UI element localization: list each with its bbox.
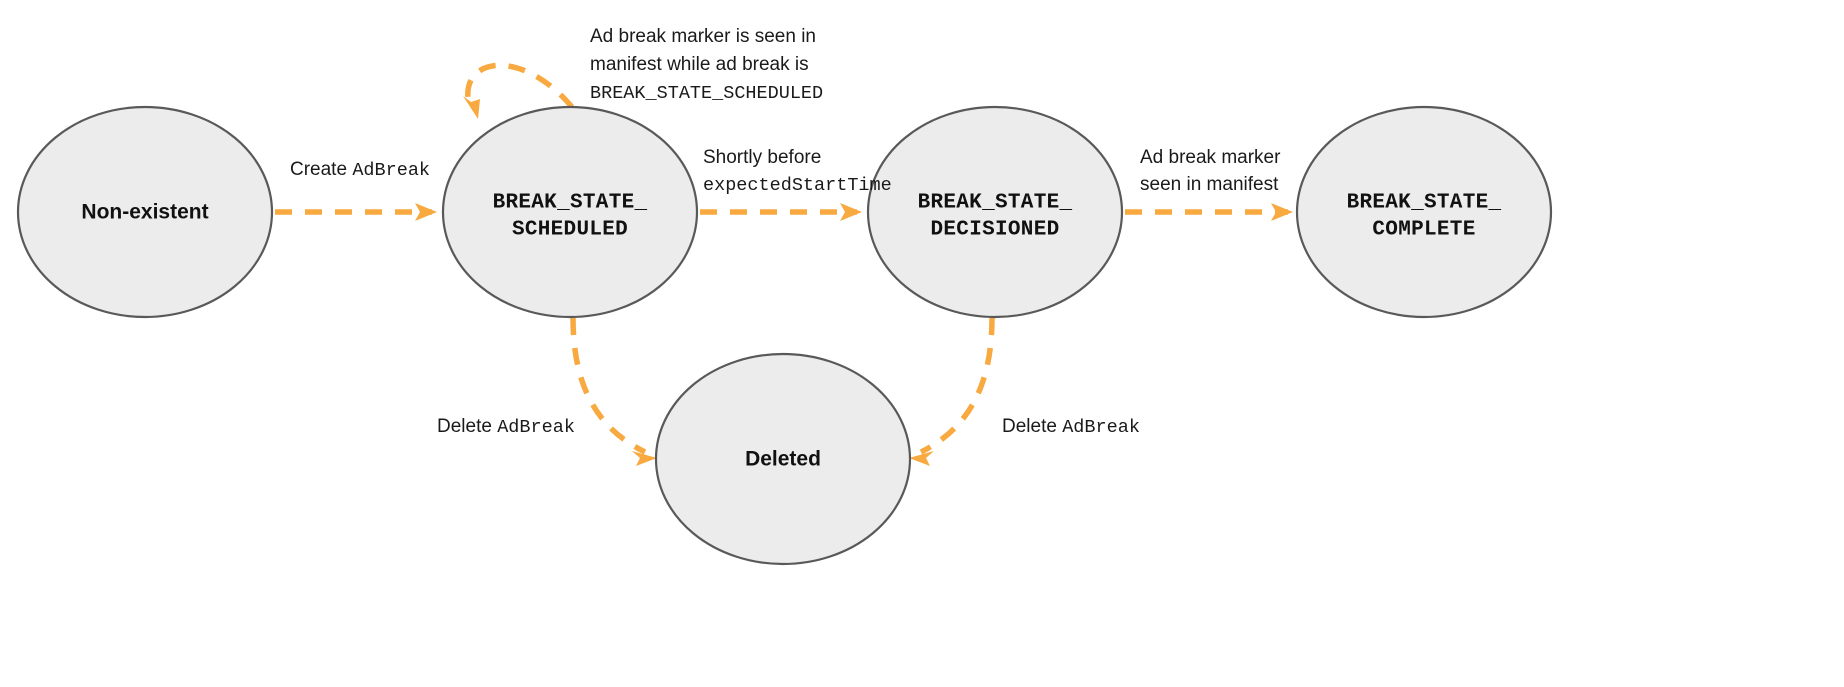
node-shape-break-state-complete[interactable] xyxy=(1295,105,1553,319)
edge-label-self-loop-scheduled: Ad break marker is seen in manifest whil… xyxy=(590,26,823,104)
edge-label-shortly-before-line2: expectedStartTime xyxy=(703,175,892,196)
edge-marker-seen xyxy=(1125,203,1293,221)
edge-label-marker-seen-line2: seen in manifest xyxy=(1140,174,1279,195)
edge-path-delete-from-decisioned xyxy=(919,317,995,455)
node-label-break-state-complete-line2: COMPLETE xyxy=(1372,219,1475,242)
node-label-break-state-complete-line1: BREAK_STATE_ xyxy=(1347,192,1502,215)
node-break-state-scheduled[interactable]: BREAK_STATE_ SCHEDULED xyxy=(441,105,699,319)
node-deleted[interactable]: Deleted xyxy=(654,352,912,566)
node-non-existent[interactable]: Non-existent xyxy=(16,105,274,319)
edge-label-shortly-before: Shortly before expectedStartTime xyxy=(703,147,892,196)
edge-shortly-before xyxy=(700,203,862,221)
node-shape-break-state-scheduled[interactable] xyxy=(441,105,699,319)
edge-label-self-loop-line3: BREAK_STATE_SCHEDULED xyxy=(590,83,823,104)
arrow-head-marker-seen xyxy=(1271,203,1293,221)
edge-path-self-loop-scheduled xyxy=(465,62,575,109)
arrow-head-create-adbreak xyxy=(415,203,437,221)
node-label-break-state-decisioned-line1: BREAK_STATE_ xyxy=(918,192,1073,215)
edge-label-marker-seen-line1: Ad break marker xyxy=(1140,147,1281,168)
edge-path-delete-from-scheduled xyxy=(570,317,647,455)
edge-label-delete-from-scheduled: Delete AdBreak xyxy=(437,416,575,438)
node-label-deleted: Deleted xyxy=(745,448,821,471)
node-break-state-complete[interactable]: BREAK_STATE_ COMPLETE xyxy=(1295,105,1553,319)
arrow-head-delete-from-decisioned xyxy=(909,451,934,466)
node-label-non-existent: Non-existent xyxy=(81,201,208,224)
edge-label-shortly-before-line1: Shortly before xyxy=(703,147,821,168)
edge-delete-from-decisioned xyxy=(909,317,995,466)
node-shape-non-existent[interactable] xyxy=(16,105,274,319)
node-label-break-state-scheduled-line1: BREAK_STATE_ xyxy=(493,192,648,215)
node-shape-deleted[interactable] xyxy=(654,352,912,566)
edge-label-delete-from-decisioned: Delete AdBreak xyxy=(1002,416,1140,438)
node-break-state-decisioned[interactable]: BREAK_STATE_ DECISIONED xyxy=(866,105,1124,319)
edge-delete-from-scheduled xyxy=(570,317,657,466)
edge-self-loop-scheduled xyxy=(463,62,575,119)
node-label-break-state-scheduled-line2: SCHEDULED xyxy=(512,219,628,242)
arrow-head-delete-from-scheduled xyxy=(632,451,657,466)
arrow-head-self-loop-scheduled xyxy=(463,96,480,119)
arrow-head-shortly-before xyxy=(840,203,862,221)
edge-label-marker-seen: Ad break marker seen in manifest xyxy=(1140,147,1281,195)
edge-create-adbreak xyxy=(275,203,437,221)
node-label-break-state-decisioned-line2: DECISIONED xyxy=(930,219,1059,242)
edge-label-self-loop-line1: Ad break marker is seen in xyxy=(590,26,816,47)
edge-label-self-loop-line2: manifest while ad break is xyxy=(590,54,809,75)
node-shape-break-state-decisioned[interactable] xyxy=(866,105,1124,319)
edge-label-create-adbreak: Create AdBreak xyxy=(290,159,430,181)
